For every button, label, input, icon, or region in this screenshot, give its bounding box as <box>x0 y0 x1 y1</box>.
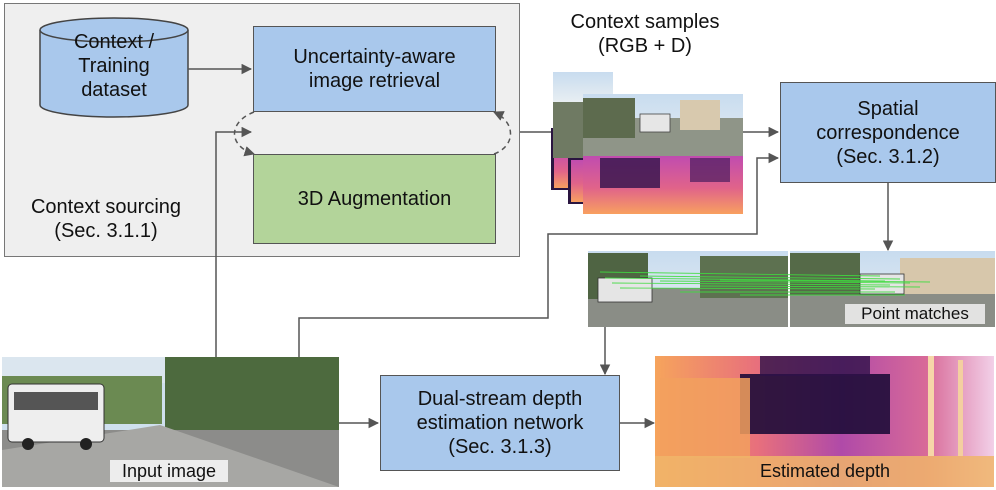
estimated-depth-label: Estimated depth <box>759 461 891 481</box>
estimated-depth-image <box>655 356 994 487</box>
augmentation-box: 3D Augmentation <box>253 154 496 244</box>
dashed-arrow-right <box>493 111 512 155</box>
arrow-input-to-correspondence <box>298 152 780 357</box>
dataset-cylinder <box>39 17 189 118</box>
dataset-label: Context / Training dataset <box>73 31 155 101</box>
input-image-label: Input image <box>110 460 228 482</box>
context-samples-images <box>551 72 743 214</box>
spatial-correspondence-box: Spatial correspondence (Sec. 3.1.2) <box>780 82 996 183</box>
arrow-input-to-retrieval <box>215 126 253 357</box>
image-retrieval-box: Uncertainty-aware image retrieval <box>253 26 496 112</box>
context-samples-label: Context samples (RGB + D) <box>570 11 720 57</box>
point-matches-label: Point matches <box>845 304 985 324</box>
dashed-arrow-left <box>233 111 256 157</box>
depth-network-box: Dual-stream depth estimation network (Se… <box>380 375 620 471</box>
context-sourcing-label: Context sourcing (Sec. 3.1.1) <box>30 196 182 242</box>
